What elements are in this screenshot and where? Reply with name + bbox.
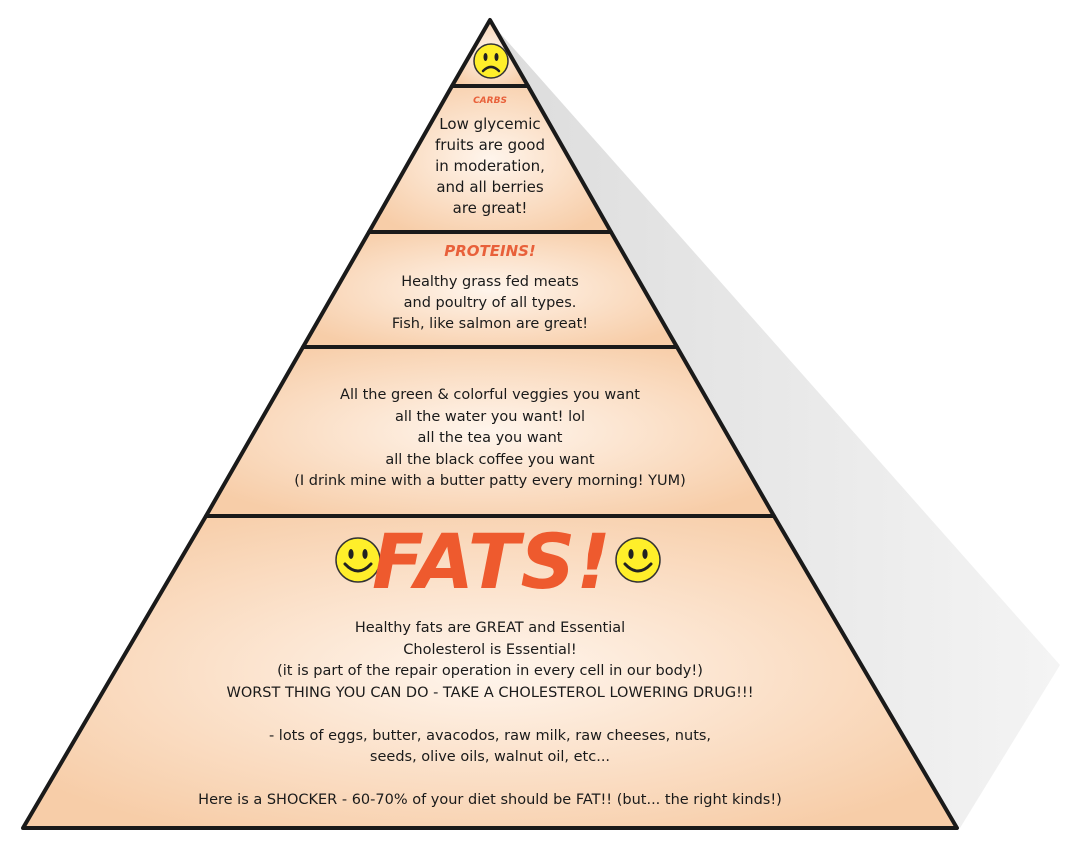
fats-line xyxy=(198,769,782,791)
tier-fats xyxy=(21,514,959,830)
carbs-line: fruits are good xyxy=(434,136,546,154)
veggies-line: all the black coffee you want xyxy=(385,451,595,468)
proteins-line: and poultry of all types. xyxy=(403,295,577,311)
proteins-description: Healthy grass fed meats and poultry of a… xyxy=(392,272,588,335)
fats-line: - lots of eggs, butter, avacodos, raw mi… xyxy=(268,727,712,744)
fats-line: (it is part of the repair operation in e… xyxy=(277,663,703,679)
veggies-line: All the green & colorful veggies you wan… xyxy=(340,387,640,403)
proteins-label: PROTEINS! xyxy=(444,242,536,260)
carbs-label: CARBS xyxy=(473,96,507,106)
fats-line: Here is a SHOCKER - 60-70% of your diet … xyxy=(198,792,782,808)
pyramid-shadow xyxy=(490,24,1060,828)
fats-line xyxy=(198,704,782,726)
veggies-line: all the tea you want xyxy=(417,430,563,446)
carbs-line: are great! xyxy=(452,199,528,217)
proteins-line: Healthy grass fed meats xyxy=(401,274,579,290)
carbs-line: in moderation, xyxy=(435,157,545,175)
happy-face-icon xyxy=(335,537,381,583)
proteins-line: Fish, like salmon are great! xyxy=(391,316,589,332)
veggies-description: All the green & colorful veggies you wan… xyxy=(294,385,686,493)
fats-description: Healthy fats are GREAT and Essential Cho… xyxy=(198,618,782,812)
sad-face-icon xyxy=(473,43,509,79)
happy-face-icon xyxy=(615,537,661,583)
carbs-line: and all berries xyxy=(436,178,544,196)
carbs-line: Low glycemic xyxy=(439,115,541,133)
fats-line: seeds, olive oils, walnut oil, etc... xyxy=(369,749,611,765)
carbs-description: Low glycemic fruits are good in moderati… xyxy=(435,114,545,219)
fats-line: Healthy fats are GREAT and Essential xyxy=(354,620,626,636)
fats-line: Cholesterol is Essential! xyxy=(403,641,577,658)
veggies-line: (I drink mine with a butter patty every … xyxy=(294,473,686,489)
fats-title: FATS! xyxy=(372,517,612,606)
fats-line: WORST THING YOU CAN DO - TAKE A CHOLESTE… xyxy=(226,684,754,701)
veggies-line: all the water you want! lol xyxy=(394,408,586,425)
